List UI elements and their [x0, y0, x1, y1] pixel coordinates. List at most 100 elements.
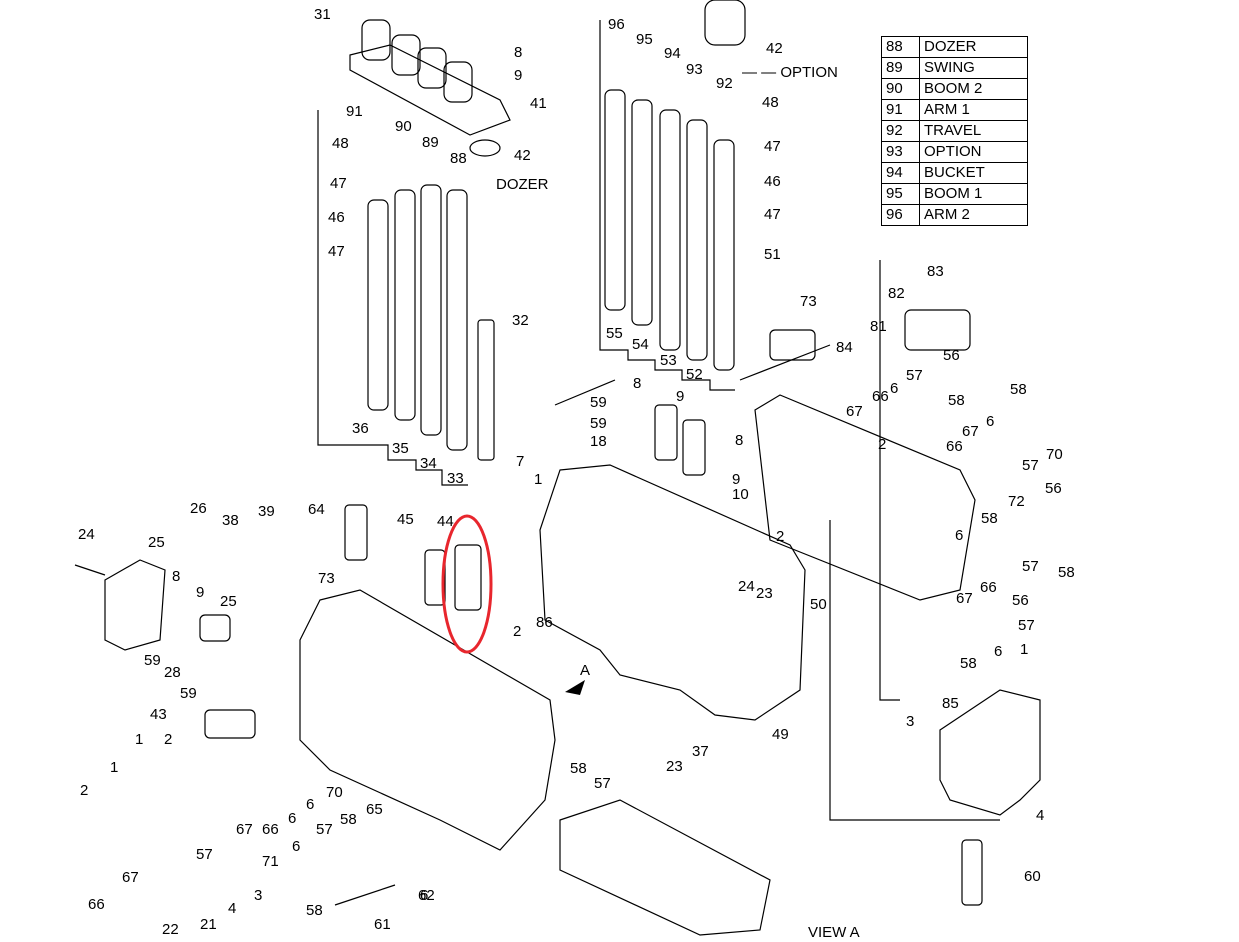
- callout-number: 90: [395, 118, 412, 135]
- callout-number: 65: [366, 801, 383, 818]
- callout-number: 4: [1036, 807, 1044, 824]
- callout-number: 48: [332, 135, 349, 152]
- callout-number: 6: [986, 413, 994, 430]
- legend-code: 93: [881, 141, 920, 163]
- callout-number: 62: [418, 887, 435, 904]
- callout-number: 25: [148, 534, 165, 551]
- callout-number: 42: [766, 40, 783, 57]
- callout-number: 66: [980, 579, 997, 596]
- callout-number: 8: [735, 432, 743, 449]
- callout-number: 59: [144, 652, 161, 669]
- legend-name: DOZER: [919, 36, 1028, 58]
- callout-number: 47: [330, 175, 347, 192]
- callout-number: 9: [196, 584, 204, 601]
- callout-number: 1: [534, 471, 542, 488]
- callout-number: 47: [764, 206, 781, 223]
- view-a-arrow-label: A: [580, 662, 590, 679]
- callout-number: 57: [196, 846, 213, 863]
- callout-number: 46: [328, 209, 345, 226]
- legend-name: ARM 1: [919, 99, 1028, 121]
- callout-number: 45: [397, 511, 414, 528]
- view-a-label: VIEW A: [808, 924, 860, 937]
- callout-number: 4: [228, 900, 236, 917]
- callout-number: 54: [632, 336, 649, 353]
- callout-number: 56: [943, 347, 960, 364]
- drawing-lines: [74, 0, 1041, 936]
- callout-number: 33: [447, 470, 464, 487]
- callout-number: 57: [316, 821, 333, 838]
- callout-number: 66: [946, 438, 963, 455]
- callout-number: 10: [732, 486, 749, 503]
- legend-name: ARM 2: [919, 204, 1028, 226]
- callout-number: 92: [716, 75, 733, 92]
- legend-code: 96: [881, 204, 920, 226]
- callout-number: 36: [352, 420, 369, 437]
- callout-number: 83: [927, 263, 944, 280]
- callout-number: 6: [288, 810, 296, 827]
- legend-name: TRAVEL: [919, 120, 1028, 142]
- callout-number: 70: [326, 784, 343, 801]
- callout-number: 32: [512, 312, 529, 329]
- callout-number: 82: [888, 285, 905, 302]
- callout-number: 67: [956, 590, 973, 607]
- callout-number: 67: [962, 423, 979, 440]
- callout-number: 66: [872, 388, 889, 405]
- highlight-ellipse: [441, 514, 493, 654]
- callout-number: 2: [164, 731, 172, 748]
- callout-number: 23: [756, 585, 773, 602]
- callout-number: 24: [78, 526, 95, 543]
- callout-number: 8: [172, 568, 180, 585]
- callout-number: 91: [346, 103, 363, 120]
- callout-number: 59: [590, 415, 607, 432]
- callout-number: 58: [948, 392, 965, 409]
- callout-number: 38: [222, 512, 239, 529]
- legend-name: BUCKET: [919, 162, 1028, 184]
- part-64-valve: [454, 544, 482, 611]
- callout-number: 1: [1020, 641, 1028, 658]
- callout-number: 52: [686, 366, 703, 383]
- callout-number: 9: [732, 471, 740, 488]
- callout-number: 88: [450, 150, 467, 167]
- callout-number: 89: [422, 134, 439, 151]
- callout-number: 18: [590, 433, 607, 450]
- callout-number: 35: [392, 440, 409, 457]
- callout-number: 43: [150, 706, 167, 723]
- callout-number: 3: [906, 713, 914, 730]
- callout-number: 23: [666, 758, 683, 775]
- legend-code: 95: [881, 183, 920, 205]
- callout-number: 56: [1012, 592, 1029, 609]
- callout-number: 72: [1008, 493, 1025, 510]
- callout-number: 96: [608, 16, 625, 33]
- callout-number: 56: [1045, 480, 1062, 497]
- callout-number: 1: [135, 731, 143, 748]
- callout-number: 7: [516, 453, 524, 470]
- callout-number: 55: [606, 325, 623, 342]
- callout-number: 58: [1058, 564, 1075, 581]
- callout-number: 24: [738, 578, 755, 595]
- legend-name: SWING: [919, 57, 1028, 79]
- callout-number: 73: [800, 293, 817, 310]
- callout-number: 6: [955, 527, 963, 544]
- callout-number: 85: [942, 695, 959, 712]
- callout-number: 6: [420, 887, 428, 904]
- callout-number: 2: [513, 623, 521, 640]
- callout-number: 9: [514, 67, 522, 84]
- view-a-arrow-icon: [565, 680, 585, 695]
- legend-code: 94: [881, 162, 920, 184]
- callout-number: 34: [420, 455, 437, 472]
- callout-number: 58: [306, 902, 323, 919]
- callout-number: 46: [764, 173, 781, 190]
- callout-number: 84: [836, 339, 853, 356]
- callout-number: 6: [994, 643, 1002, 660]
- callout-number: 64: [308, 501, 325, 518]
- callout-number: 2: [878, 436, 886, 453]
- callout-number: 8: [633, 375, 641, 392]
